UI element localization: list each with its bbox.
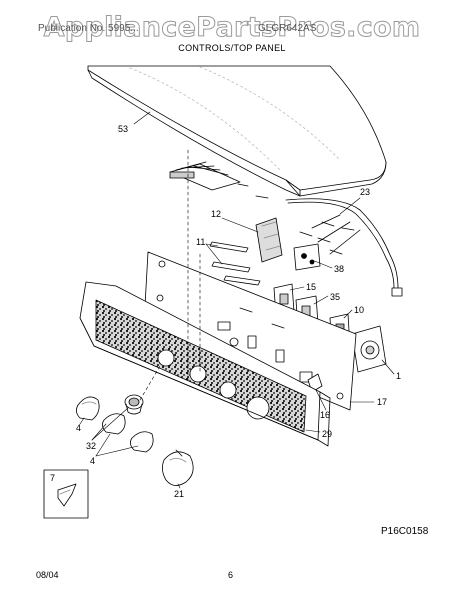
- mounting-brackets-part: [209, 241, 261, 286]
- part-label-16: 16: [320, 410, 331, 420]
- knob-21-part: [162, 449, 194, 486]
- part-label-53: 53: [118, 124, 129, 134]
- part-label-4-bottom: 4: [90, 456, 96, 466]
- model-number: GLGR642AS: [258, 23, 317, 34]
- part-label-23: 23: [360, 187, 371, 197]
- alignment-lines: [139, 149, 201, 401]
- footer-date: 08/04: [36, 570, 59, 580]
- part-label-17: 17: [377, 397, 388, 407]
- publication-number: Publication No. 5995...: [38, 23, 139, 34]
- leader-lines: [79, 111, 395, 489]
- knob-32-part: [124, 394, 144, 415]
- part-label-21: 21: [174, 489, 185, 499]
- part-label-1: 1: [396, 371, 402, 381]
- knob-4c-part: [130, 431, 154, 453]
- wire-harness-part: [237, 183, 403, 297]
- console-part: [79, 281, 331, 447]
- control-panel-plate-part: [143, 251, 357, 411]
- control-bracket-part: [255, 217, 283, 263]
- knob-4a-part: [76, 396, 100, 421]
- part-label-29: 29: [322, 429, 333, 439]
- part-label-11: 11: [196, 237, 206, 247]
- part-label-12: 12: [211, 209, 222, 219]
- knob-4b-part: [102, 413, 126, 435]
- section-title: CONTROLS/TOP PANEL: [178, 43, 286, 53]
- connector-38-part: [293, 243, 321, 271]
- part-label-4-top: 4: [76, 423, 82, 433]
- timer-part: [351, 325, 387, 373]
- top-panel-part: [87, 65, 387, 197]
- part-label-10: 10: [354, 305, 365, 315]
- watermark: AppliancePartsPros.com: [43, 12, 421, 44]
- part-label-7: 7: [50, 473, 56, 483]
- inset-detail-part: [43, 469, 89, 519]
- footer-page-number: 6: [228, 570, 234, 580]
- part-label-32: 32: [86, 441, 97, 451]
- part-label-38: 38: [334, 264, 345, 274]
- ribbon-cable-part: [169, 161, 241, 191]
- figure-id: P16C0158: [381, 526, 429, 537]
- part-label-15: 15: [306, 282, 317, 292]
- part-label-35: 35: [330, 292, 341, 302]
